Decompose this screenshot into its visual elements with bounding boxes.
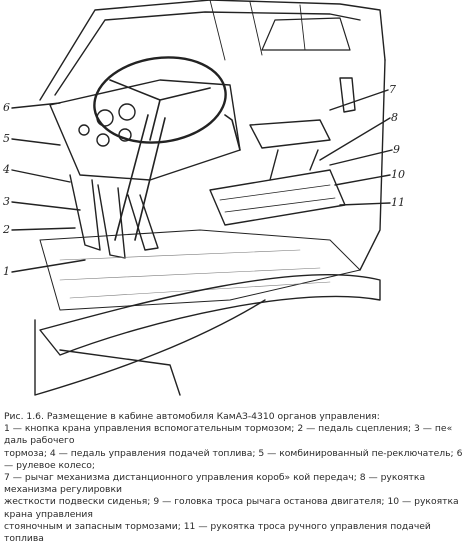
leader-8 [319, 117, 391, 161]
caption-line: 7 — рычаг механизма дистанционного управ… [4, 472, 426, 496]
door-handle [339, 77, 356, 113]
windshield-frame [39, 0, 386, 101]
callout-3: 3 [3, 195, 10, 208]
cab-floor [39, 229, 361, 311]
gear-lever [224, 114, 241, 151]
console-box [249, 119, 331, 149]
leader-2 [11, 227, 76, 231]
callout-1: 1 [3, 265, 10, 278]
document-page: 6 5 4 3 2 1 7 8 9 10 11 Рис. 1.6. Размещ… [2, 0, 463, 545]
gauge-5 [78, 124, 90, 136]
callout-9: 9 [393, 143, 400, 156]
cab-drawing: 6 5 4 3 2 1 7 8 9 10 11 [2, 0, 405, 396]
callout-4: 4 [2, 163, 10, 176]
lower-door-line [59, 349, 181, 396]
steering-wheel-drawing [93, 56, 227, 144]
door-sill [39, 273, 381, 356]
seat-handles [269, 149, 319, 181]
leader-4 [11, 169, 71, 183]
rear-wall [359, 59, 386, 271]
leader-11 [339, 202, 391, 206]
callout-10: 10 [391, 168, 405, 181]
caption-line: тормоза; 4 — педаль управления подачей т… [4, 447, 463, 471]
seat-base [209, 169, 346, 226]
figure-caption: Рис. 1.6. Размещение в кабине автомобиля… [4, 411, 470, 545]
leader-6 [11, 102, 61, 109]
caption-line: 1 — кнопка крана управления вспомогатель… [4, 423, 453, 447]
gauge-2 [118, 103, 136, 121]
wiper-lines [209, 0, 306, 61]
pedal-clutch [69, 174, 101, 251]
callout-8: 8 [391, 111, 398, 124]
steering-spokes [109, 79, 211, 141]
leader-5 [11, 138, 61, 146]
callout-6: 6 [3, 101, 10, 114]
gauge-4 [118, 128, 132, 142]
cab-lower-panel [34, 299, 266, 396]
pedal-brake [97, 184, 126, 259]
caption-line: жесткости подвески сиденья; 9 — головка … [4, 496, 459, 520]
callout-2: 2 [2, 223, 10, 236]
callout-7: 7 [389, 83, 396, 96]
caption-title: Рис. 1.6. Размещение в кабине автомобиля… [4, 411, 380, 422]
gauge-3 [96, 133, 110, 147]
pedal-throttle [127, 194, 159, 251]
leader-1 [11, 259, 86, 273]
leader-10 [334, 174, 391, 186]
leader-7 [329, 89, 389, 111]
leader-9 [329, 149, 393, 166]
caption-line: стояночным и запасным тормозами; 11 — ру… [4, 520, 431, 545]
rear-window [261, 17, 351, 51]
callout-11: 11 [391, 196, 405, 209]
windshield-inner [54, 11, 361, 96]
cab-controls-illustration: 6 5 4 3 2 1 7 8 9 10 11 [2, 0, 405, 396]
seat-rails [219, 184, 336, 213]
leader-3 [11, 201, 81, 211]
callout-5: 5 [3, 132, 10, 145]
